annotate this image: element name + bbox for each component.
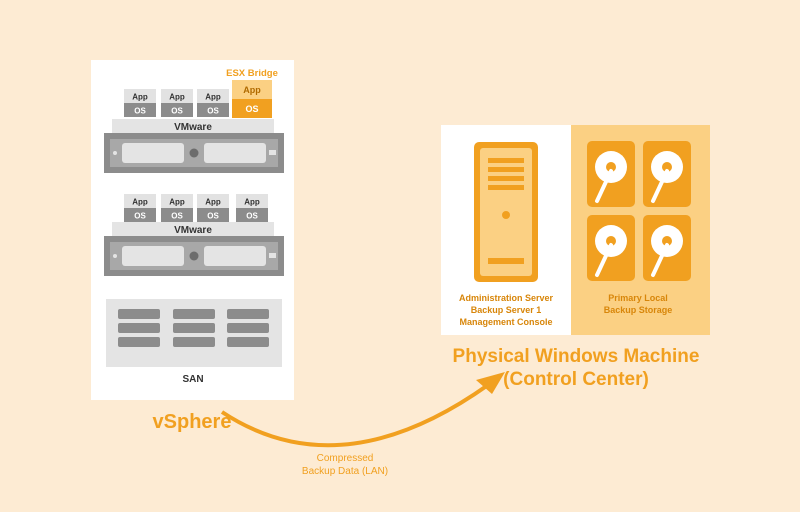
server-tower-icon [474,142,538,282]
vm-1-1: App OS [124,89,156,117]
vm-2-4: App OS [236,194,268,222]
server-chassis-1 [104,133,284,173]
hard-disk-icon [587,215,635,281]
storage-label-line1: Primary Local [608,293,668,303]
hard-disk-icon [643,215,691,281]
server-label-line1: Administration Server [459,293,554,303]
vmware-bar [112,119,274,133]
vm-2-2: App OS [161,194,193,222]
esx-bridge-title: ESX Bridge [226,68,278,79]
vm-os-label: OS [134,107,146,116]
bridge-os-label: OS [245,104,258,114]
vm-os-label: OS [171,107,183,116]
esx-bridge-vm: ESX Bridge App OS [226,68,278,118]
san-storage: SAN [106,299,282,385]
server-label-line2: Backup Server 1 [471,305,542,315]
vm-os-label: OS [171,212,183,221]
control-center: Administration Server Backup Server 1 Ma… [441,125,710,390]
vm-1-2: App OS [161,89,193,117]
server-label-line3: Management Console [459,317,552,327]
arrowhead-icon [476,372,505,394]
vm-os-label: OS [134,212,146,221]
vmware-label: VMware [174,225,212,236]
vm-app-label: App [132,198,148,207]
vm-os-label: OS [207,212,219,221]
vm-2-3: App OS [197,194,229,222]
storage-label-line2: Backup Storage [604,305,673,315]
bridge-app-label: App [243,85,261,95]
san-label: SAN [182,374,203,385]
san-disk-2 [173,309,215,347]
esx-host-1: App OS App OS App OS ESX Bridge [104,68,284,173]
hard-disk-icon [643,141,691,207]
vmware-label: VMware [174,122,212,133]
vmware-bar [112,222,274,236]
vm-app-label: App [169,198,185,207]
vm-os-label: OS [207,107,219,116]
san-disk-3 [227,309,269,347]
connection-label-line1: Compressed [317,453,374,464]
vm-app-label: App [244,198,260,207]
control-center-title-line2: (Control Center) [503,369,649,390]
esx-host-2: App OS App OS App OS App OS [104,194,284,276]
vm-2-1: App OS [124,194,156,222]
lan-connection-arrow [220,372,505,448]
connection-label-line2: Backup Data (LAN) [302,466,388,477]
vm-app-label: App [205,198,221,207]
vm-app-label: App [132,93,148,102]
server-chassis-2 [104,236,284,276]
hard-disk-icon [587,141,635,207]
vm-os-label: OS [246,212,258,221]
vsphere-panel: App OS App OS App OS ESX Bridge [91,60,294,400]
vm-app-label: App [169,93,185,102]
san-disk-1 [118,309,160,347]
vsphere-label: vSphere [153,411,232,433]
vm-app-label: App [205,93,221,102]
control-center-title-line1: Physical Windows Machine [453,346,700,367]
vm-1-3: App OS [197,89,229,117]
